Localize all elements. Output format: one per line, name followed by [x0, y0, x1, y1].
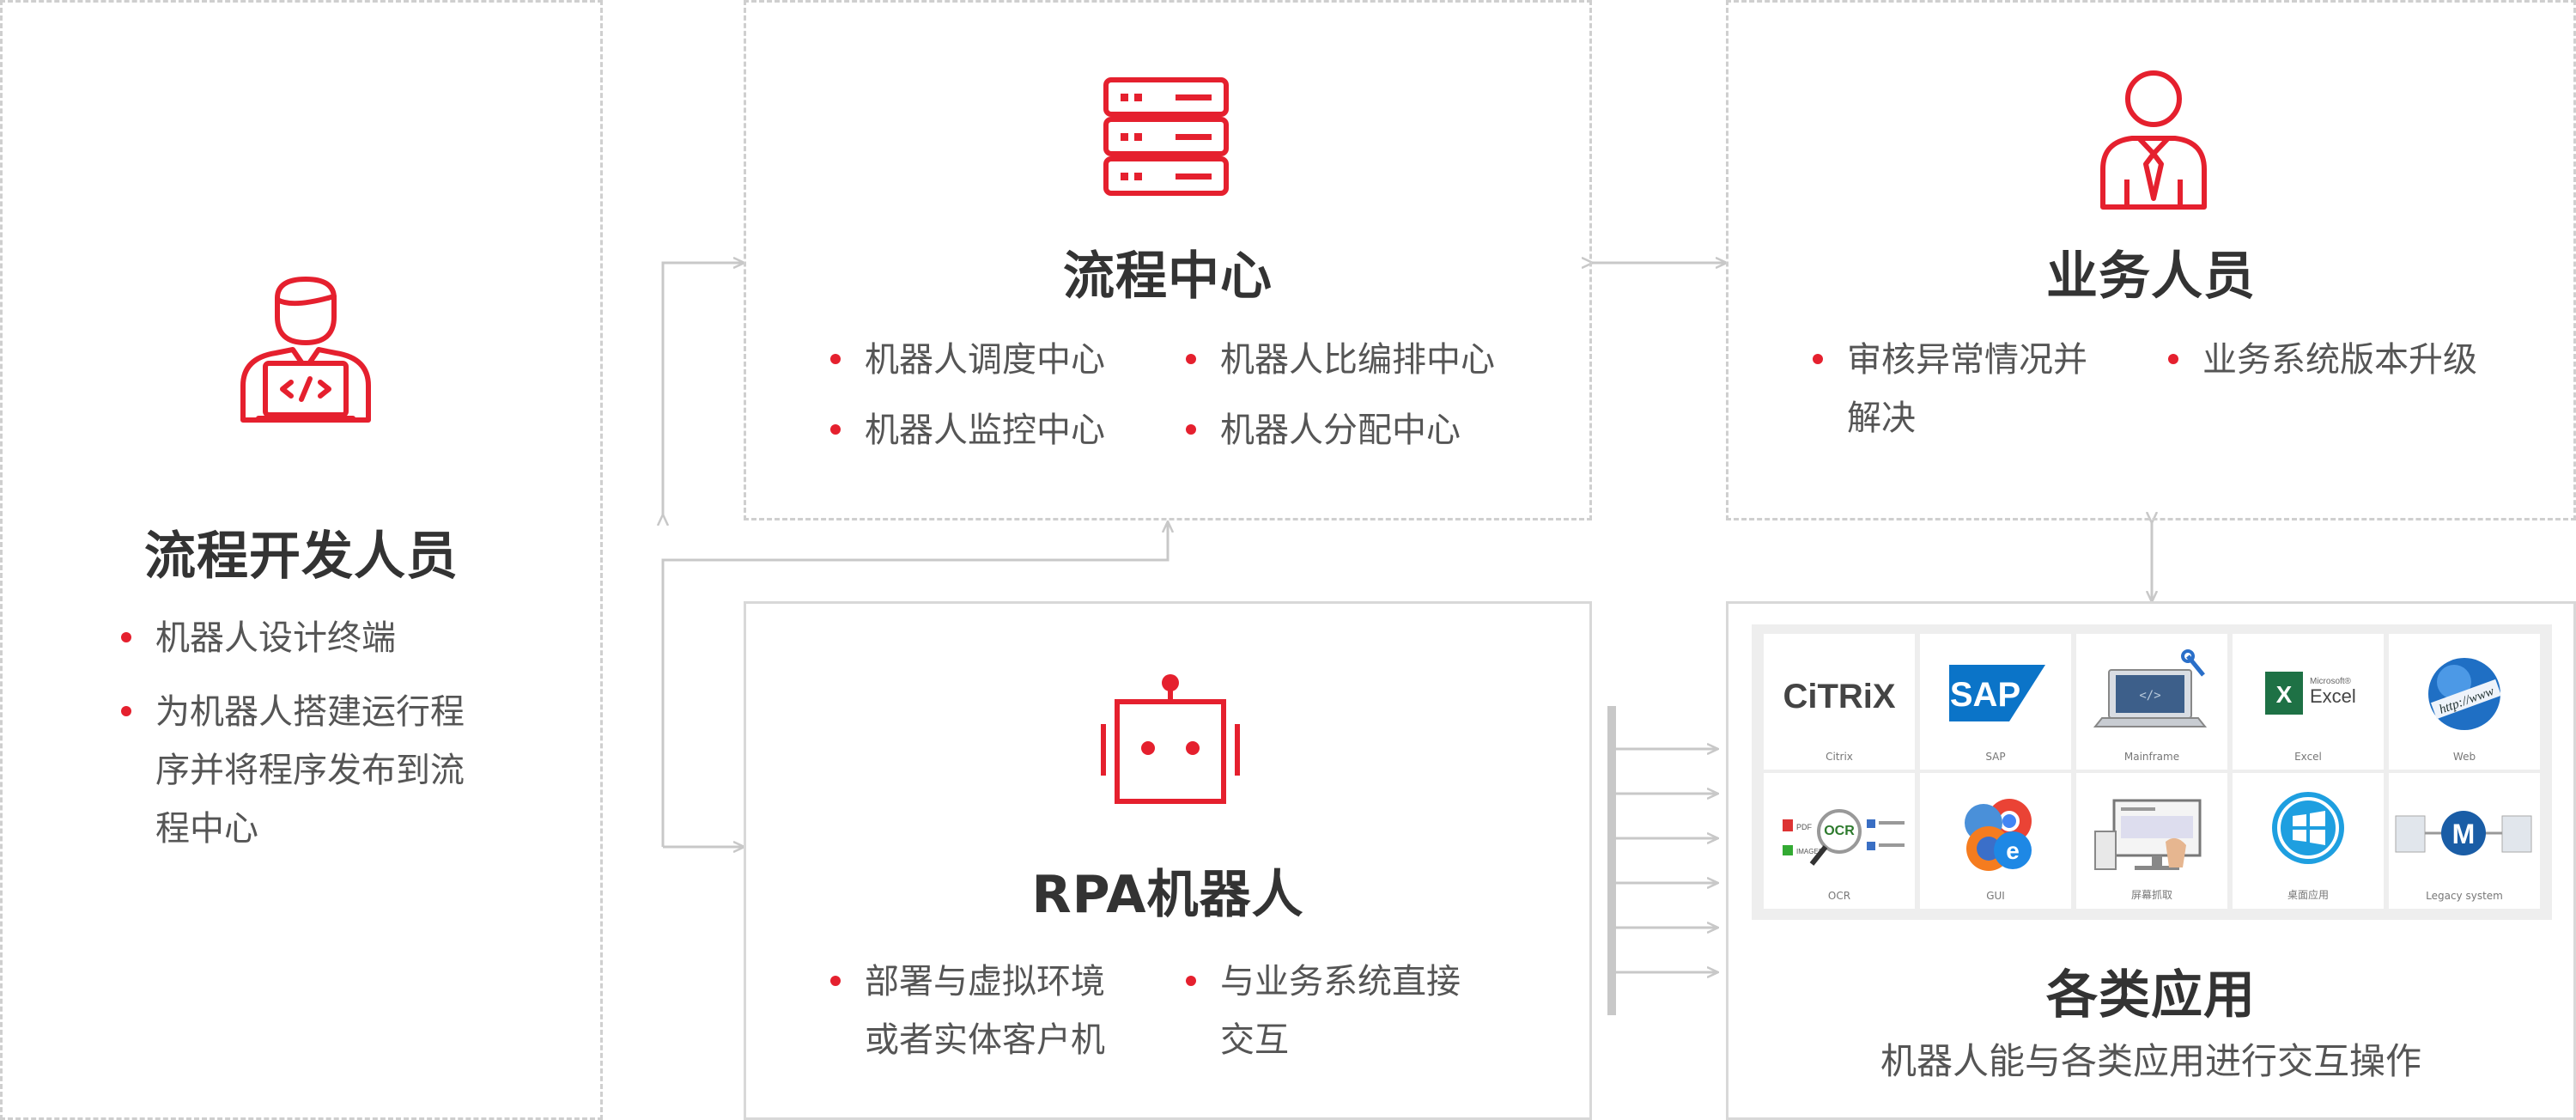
arrow-dev-to-center	[663, 263, 744, 515]
process-center-panel: 流程中心 机器人调度中心 机器人比编排中心 机器人监控中心 机器人分配中心	[744, 0, 1592, 520]
app-legacy-system: M Legacy system	[2389, 773, 2540, 909]
svg-text:e: e	[2006, 837, 2020, 864]
process-center-bullet-2: 机器人比编排中心	[1184, 331, 1562, 389]
apps-subtitle: 机器人能与各类应用进行交互操作	[1880, 1040, 2421, 1082]
legacy-logo-text: M	[2452, 819, 2476, 849]
app-label: GUI	[1986, 890, 2005, 902]
rpa-bullet-1: 部署与虚拟环境 或者实体客户机	[829, 953, 1172, 1069]
app-excel: X Microsoft® Excel Excel	[2233, 634, 2384, 770]
developer-laptop-icon	[224, 274, 387, 429]
business-bullet-2: 业务系统版本升级	[2166, 331, 2544, 389]
app-label: Citrix	[1826, 751, 1853, 763]
process-center-bullet-3: 机器人监控中心	[829, 401, 1172, 460]
app-citrix: CiTRiX Citrix	[1764, 634, 1915, 770]
ocr-logo-text: OCR	[1824, 824, 1855, 838]
ocr-images-text: IMAGES	[1796, 848, 1823, 855]
apps-panel	[1726, 601, 2576, 1120]
citrix-logo-text: CiTRiX	[1783, 678, 1895, 715]
app-mainframe: </> Mainframe	[2076, 634, 2227, 770]
app-label: 桌面应用	[2287, 889, 2329, 901]
business-title: 业务人员	[2046, 247, 2256, 307]
app-label: Mainframe	[2123, 751, 2180, 763]
app-sap: SAP SAP	[1920, 634, 2071, 770]
developer-panel: 流程开发人员 机器人设计终端 为机器人搭建运行程 序并将程序发布到流 程中心	[0, 0, 603, 1120]
app-label: SAP	[1985, 751, 2006, 763]
app-label: Excel	[2294, 751, 2322, 763]
business-panel: 业务人员 审核异常情况并 解决 业务系统版本升级	[1726, 0, 2576, 520]
rpa-bullet-2: 与业务系统直接 交互	[1184, 953, 1562, 1069]
robot-icon	[1098, 673, 1242, 810]
sap-logo-text: SAP	[1950, 676, 2020, 714]
app-screen-scraping: 屏幕抓取	[2076, 773, 2227, 909]
developer-bullet-1: 机器人设计终端	[119, 609, 566, 667]
svg-text:X: X	[2276, 681, 2293, 708]
excel-logo-text: Excel	[2310, 685, 2356, 707]
rpa-output-arrows	[1616, 749, 1717, 972]
developer-bullet-2: 为机器人搭建运行程 序并将程序发布到流 程中心	[119, 683, 566, 858]
arrow-dev-to-rpa	[661, 522, 1168, 847]
process-center-bullet-1: 机器人调度中心	[829, 331, 1172, 389]
rpa-output-bar	[1607, 706, 1616, 1015]
process-center-title: 流程中心	[1063, 247, 1273, 307]
rpa-panel: RPA机器人 部署与虚拟环境 或者实体客户机 与业务系统直接 交互	[744, 601, 1592, 1120]
app-label: Web	[2452, 751, 2476, 763]
app-desktop: 桌面应用	[2233, 773, 2384, 909]
app-label: Legacy system	[2426, 890, 2503, 902]
developer-title: 流程开发人员	[144, 527, 459, 587]
app-label: 屏幕抓取	[2130, 889, 2172, 901]
business-bullet-1: 审核异常情况并 解决	[1811, 331, 2154, 447]
svg-text:</>: </>	[2139, 689, 2160, 703]
apps-title: 各类应用	[2046, 965, 2256, 1026]
app-web: http://www Web	[2389, 634, 2540, 770]
apps-text: 各类应用 机器人能与各类应用进行交互操作	[1726, 601, 2576, 1120]
app-ocr: PDF IMAGES OCR OCR	[1764, 773, 1915, 909]
app-label: OCR	[1827, 890, 1851, 902]
server-stack-icon	[1102, 76, 1230, 198]
excel-brand-text: Microsoft®	[2310, 677, 2352, 686]
businessman-icon	[2098, 70, 2209, 210]
rpa-title: RPA机器人	[1031, 865, 1304, 925]
app-gui: e GUI	[1920, 773, 2071, 909]
process-center-bullet-4: 机器人分配中心	[1184, 401, 1562, 460]
ocr-pdf-text: PDF	[1796, 823, 1813, 831]
